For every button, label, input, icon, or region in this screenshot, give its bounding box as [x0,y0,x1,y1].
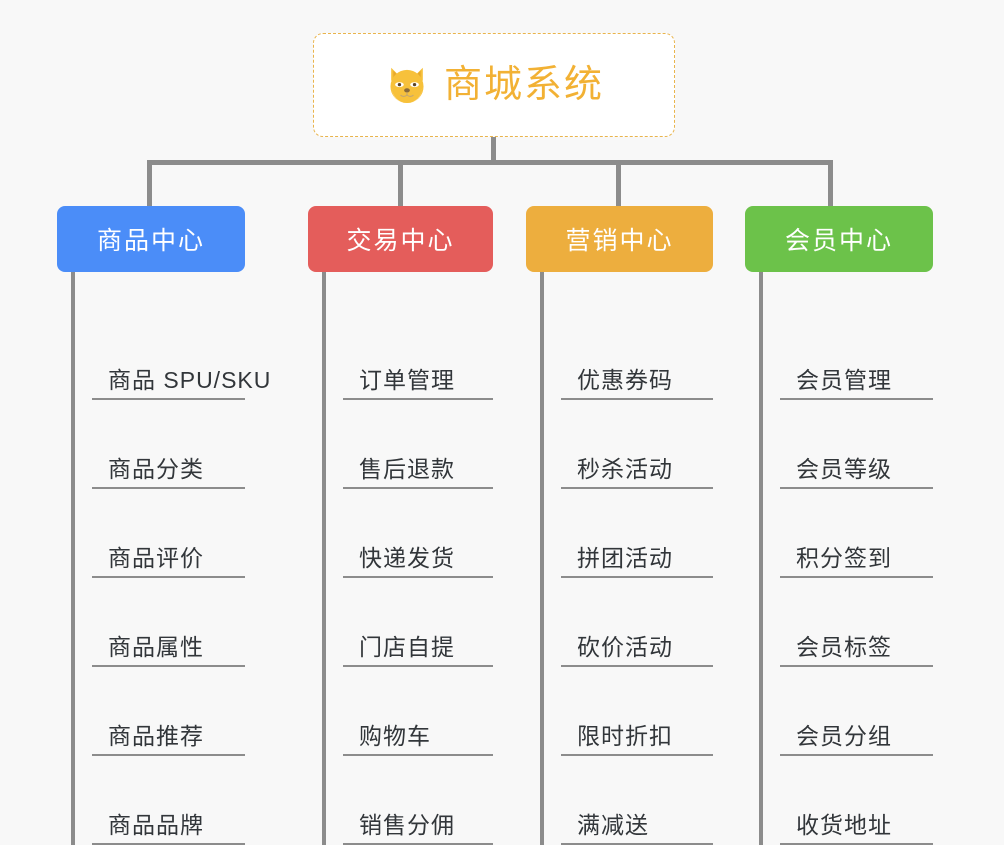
root-node[interactable]: 商城系统 [313,33,675,137]
list-item[interactable]: 订单管理 [343,272,493,400]
leaf-label: 商品属性 [108,634,204,660]
leaf-label: 积分签到 [796,545,892,571]
list-item[interactable]: 限时折扣 [561,667,713,756]
list-item[interactable]: 商品评价 [92,489,245,578]
list-item[interactable]: 砍价活动 [561,578,713,667]
list-item[interactable]: 快递发货 [343,489,493,578]
category-column-marketing: 营销中心 优惠券码 秒杀活动 拼团活动 砍价活动 限时折扣 满减送 [526,206,713,845]
leaf-label: 商品品牌 [108,812,204,838]
leaf-label: 限时折扣 [577,723,673,749]
category-header-trade[interactable]: 交易中心 [308,206,493,272]
connector-drop-2 [398,160,403,208]
category-column-member: 会员中心 会员管理 会员等级 积分签到 会员标签 会员分组 收货地址 [745,206,933,845]
leaf-list-marketing: 优惠券码 秒杀活动 拼团活动 砍价活动 限时折扣 满减送 [540,272,713,845]
connector-drop-3 [616,160,621,208]
leaf-label: 订单管理 [359,367,455,393]
list-item[interactable]: 拼团活动 [561,489,713,578]
list-item[interactable]: 商品分类 [92,400,245,489]
category-label: 营销中心 [565,227,674,255]
leaf-label: 商品分类 [108,456,204,482]
leaf-label: 购物车 [359,723,431,749]
list-item[interactable]: 会员管理 [780,272,933,400]
leaf-label: 商品推荐 [108,723,204,749]
leaf-label: 会员管理 [796,367,892,393]
leaf-label: 收货地址 [796,812,892,838]
list-item[interactable]: 商品品牌 [92,756,245,845]
shiba-dog-face-icon [390,67,424,103]
list-item[interactable]: 商品推荐 [92,667,245,756]
list-item[interactable]: 会员等级 [780,400,933,489]
leaf-label: 快递发货 [359,545,455,571]
leaf-label: 商品评价 [108,545,204,571]
leaf-list-member: 会员管理 会员等级 积分签到 会员标签 会员分组 收货地址 [759,272,933,845]
list-item[interactable]: 购物车 [343,667,493,756]
list-item[interactable]: 销售分佣 [343,756,493,845]
leaf-label: 拼团活动 [577,545,673,571]
list-item[interactable]: 门店自提 [343,578,493,667]
leaf-label: 门店自提 [359,634,455,660]
root-title: 商城系统 [443,64,604,106]
category-header-product[interactable]: 商品中心 [57,206,245,272]
list-item[interactable]: 秒杀活动 [561,400,713,489]
category-column-trade: 交易中心 订单管理 售后退款 快递发货 门店自提 购物车 销售分佣 [308,206,493,845]
leaf-label: 会员等级 [796,456,892,482]
category-label: 会员中心 [784,227,893,255]
list-item[interactable]: 积分签到 [780,489,933,578]
leaf-label: 秒杀活动 [577,456,673,482]
connector-horizontal-bus [147,160,833,165]
leaf-label: 商品 SPU/SKU [108,367,272,393]
connector-drop-1 [147,160,152,208]
category-label: 商品中心 [96,227,205,255]
category-column-product: 商品中心 商品 SPU/SKU 商品分类 商品评价 商品属性 商品推荐 商品品牌 [57,206,270,845]
category-header-member[interactable]: 会员中心 [745,206,933,272]
category-label: 交易中心 [346,227,455,255]
list-item[interactable]: 满减送 [561,756,713,845]
leaf-label: 售后退款 [359,456,455,482]
leaf-label: 满减送 [577,812,649,838]
list-item[interactable]: 优惠券码 [561,272,713,400]
category-header-marketing[interactable]: 营销中心 [526,206,713,272]
list-item[interactable]: 商品属性 [92,578,245,667]
leaf-label: 销售分佣 [359,812,455,838]
leaf-label: 优惠券码 [577,367,673,393]
connector-drop-4 [828,160,833,208]
leaf-list-product: 商品 SPU/SKU 商品分类 商品评价 商品属性 商品推荐 商品品牌 [71,272,270,845]
list-item[interactable]: 收货地址 [780,756,933,845]
leaf-list-trade: 订单管理 售后退款 快递发货 门店自提 购物车 销售分佣 [322,272,493,845]
list-item[interactable]: 售后退款 [343,400,493,489]
leaf-label: 会员标签 [796,634,892,660]
list-item[interactable]: 会员分组 [780,667,933,756]
list-item[interactable]: 商品 SPU/SKU [92,272,270,400]
leaf-label: 砍价活动 [577,634,673,660]
connector-root-stem [491,137,496,164]
list-item[interactable]: 会员标签 [780,578,933,667]
leaf-label: 会员分组 [796,723,892,749]
